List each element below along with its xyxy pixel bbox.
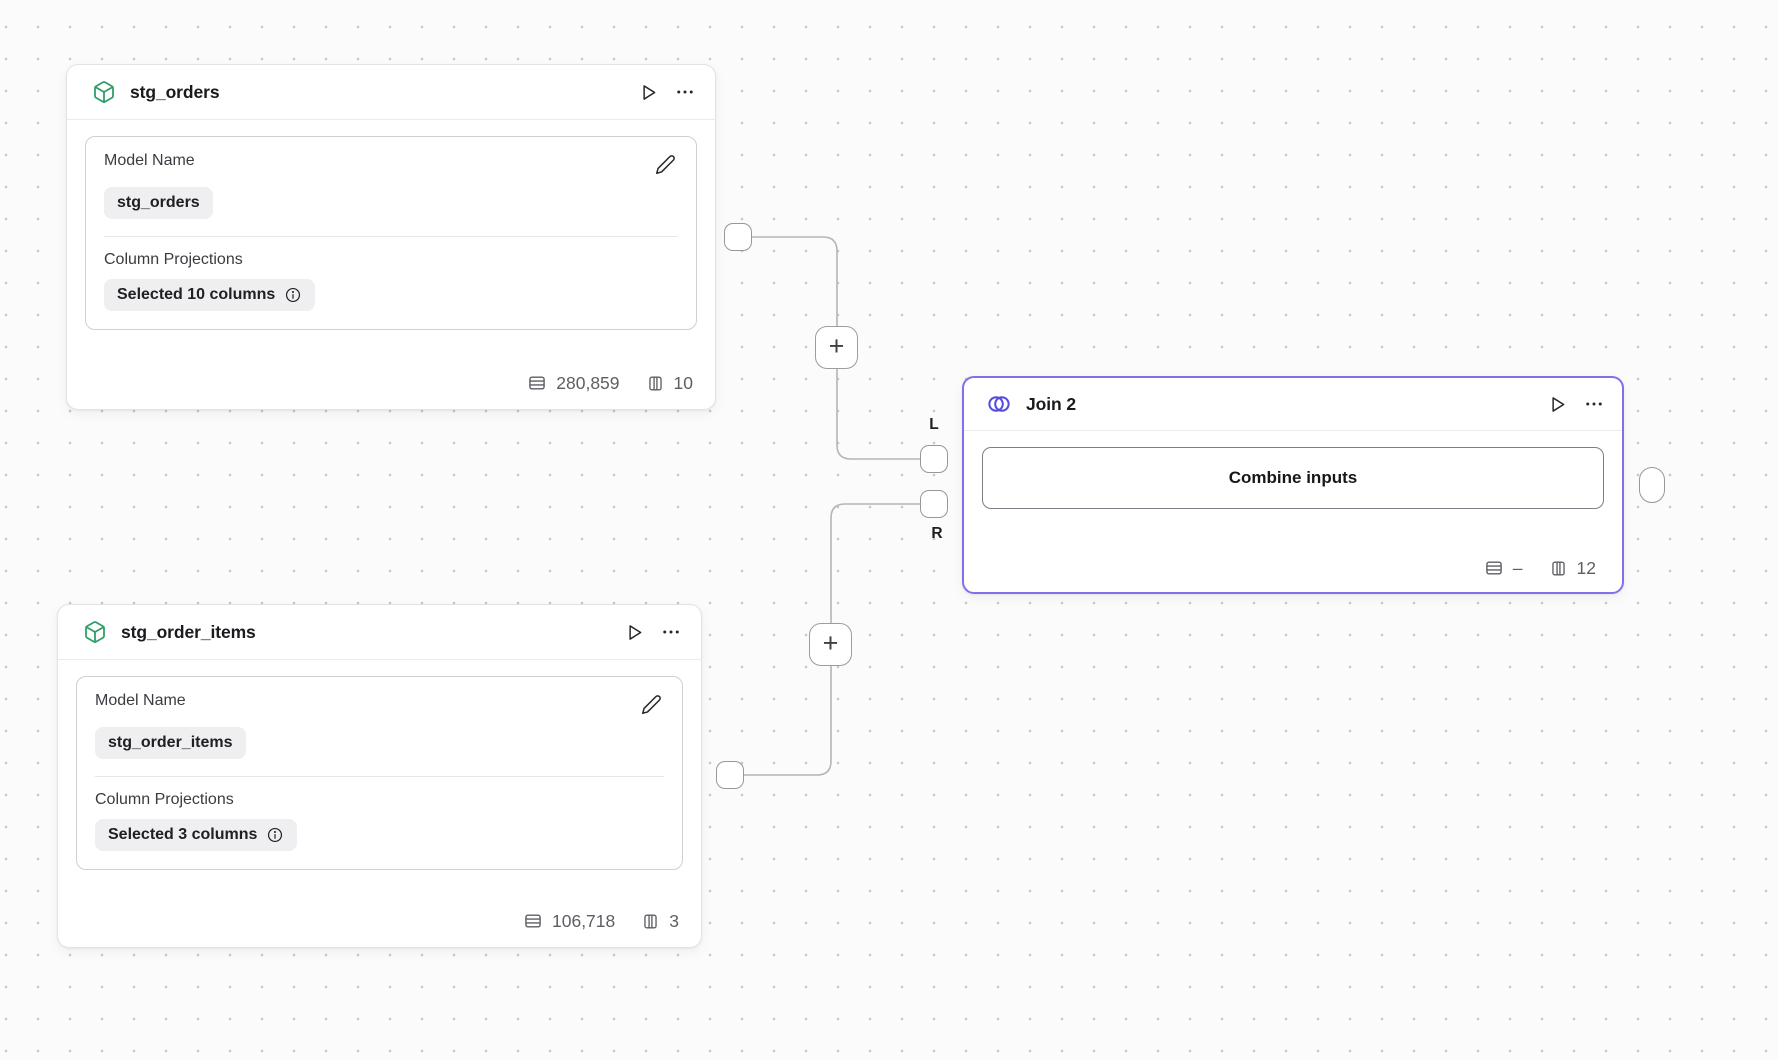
node-header: stg_order_items — [58, 605, 701, 659]
divider — [95, 776, 664, 777]
column-count-stat: 3 — [641, 911, 679, 932]
divider — [964, 430, 1622, 431]
model-name-label: Model Name — [104, 152, 195, 169]
output-port-stg-orders[interactable] — [724, 223, 752, 251]
venn-join-icon — [984, 389, 1014, 419]
column-count-stat: 12 — [1549, 558, 1596, 579]
model-name-value-pill[interactable]: stg_orders — [104, 187, 213, 219]
row-count-icon — [529, 376, 546, 390]
model-config-card: Model Name stg_order_items Column Projec… — [76, 676, 683, 870]
row-count-icon — [525, 914, 541, 928]
column-count-stat: 10 — [646, 373, 693, 394]
model-name-label: Model Name — [95, 692, 186, 709]
output-port-join[interactable] — [1639, 467, 1665, 503]
cube-icon — [81, 618, 109, 646]
node-menu-button[interactable] — [659, 620, 683, 644]
column-count-icon — [648, 375, 662, 391]
column-count-icon — [1551, 560, 1565, 576]
divider — [104, 236, 678, 237]
row-count-stat: 106,718 — [523, 911, 615, 932]
row-count-stat: 280,859 — [527, 373, 620, 394]
join-left-input-label: L — [929, 416, 939, 433]
combine-inputs-button[interactable]: Combine inputs — [982, 447, 1604, 509]
run-node-button[interactable] — [622, 620, 647, 645]
node-title: Join 2 — [1026, 393, 1076, 414]
node-stg-orders[interactable]: stg_orders Model Name stg_orders — [66, 64, 716, 410]
info-circle-icon — [268, 827, 283, 843]
node-header: stg_orders — [67, 65, 715, 119]
divider — [67, 119, 715, 120]
row-count-icon — [1486, 561, 1502, 575]
node-header: Join 2 — [964, 378, 1622, 430]
join-right-input-label: R — [931, 525, 943, 542]
run-node-button[interactable] — [636, 80, 661, 105]
node-menu-button[interactable] — [673, 80, 697, 104]
join-left-input-port[interactable] — [920, 445, 948, 473]
column-projections-pill[interactable]: Selected 3 columns — [95, 819, 298, 851]
node-stats-footer: 280,859 10 — [67, 353, 715, 409]
column-projections-label: Column Projections — [104, 251, 243, 268]
cube-icon — [90, 78, 118, 106]
node-stg-order-items[interactable]: stg_order_items Model Name stg_orde — [57, 604, 702, 948]
row-count-stat: – — [1484, 558, 1523, 579]
column-projections-pill[interactable]: Selected 10 columns — [104, 279, 316, 311]
node-join-2[interactable]: Join 2 Combine inputs – 12 — [962, 376, 1624, 594]
node-title: stg_order_items — [121, 621, 256, 642]
node-menu-button[interactable] — [1582, 392, 1606, 416]
model-name-value-pill[interactable]: stg_order_items — [95, 727, 246, 759]
output-port-stg-order-items[interactable] — [716, 761, 744, 789]
join-right-input-port[interactable] — [920, 490, 948, 518]
node-title: stg_orders — [130, 81, 220, 102]
add-node-on-edge-button-top[interactable]: + — [815, 326, 858, 369]
add-node-on-edge-button-bottom[interactable]: + — [809, 623, 852, 666]
edit-model-name-button[interactable] — [653, 152, 678, 177]
model-config-card: Model Name stg_orders Column Projections… — [85, 136, 697, 330]
run-node-button[interactable] — [1545, 392, 1570, 417]
divider — [58, 659, 701, 660]
node-stats-footer: 106,718 3 — [58, 891, 701, 947]
column-projections-label: Column Projections — [95, 791, 234, 808]
column-count-icon — [644, 913, 657, 929]
info-circle-icon — [286, 287, 301, 303]
node-stats-footer: – 12 — [964, 540, 1622, 592]
edit-model-name-button[interactable] — [639, 692, 664, 717]
